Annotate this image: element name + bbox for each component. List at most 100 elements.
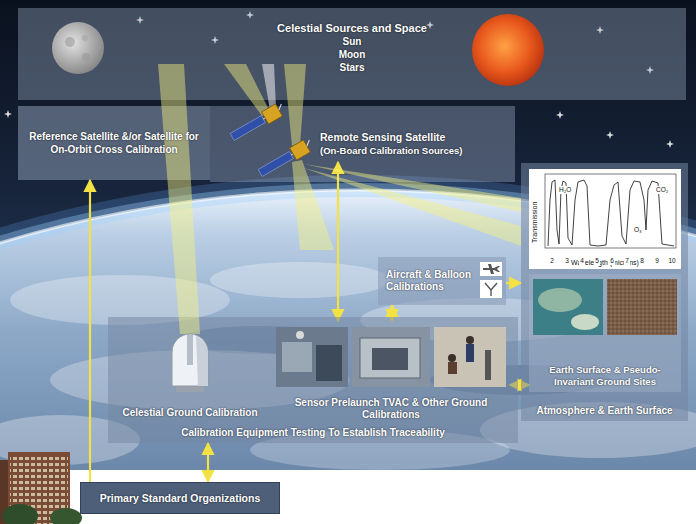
- standards-box: Primary Standard Organizations: [80, 482, 280, 514]
- source-item: Sun: [343, 35, 362, 48]
- coast-land: [571, 314, 599, 330]
- light-beam: [304, 168, 521, 246]
- moon-disc: [52, 22, 104, 74]
- light-beam: [304, 164, 521, 212]
- coast-photo: [533, 279, 603, 335]
- box-label: Sensor Prelaunch TVAC & Other Ground Cal…: [274, 397, 508, 421]
- light-beam: [284, 64, 306, 146]
- satellite-icon: [257, 137, 315, 179]
- sources-band: Celestial Sources and SpaceSunMoonStars: [18, 8, 686, 100]
- box-label: Reference Satellite &/or Satellite for O…: [24, 130, 204, 156]
- satellite-band: [210, 106, 515, 182]
- field-photo: [434, 327, 506, 387]
- light-beam: [262, 64, 276, 110]
- lab-photos: [276, 327, 506, 387]
- building-photo: [0, 452, 82, 524]
- calibration-arrow: [506, 282, 521, 284]
- tick-label: 5: [594, 257, 600, 265]
- prelaunch-box: Sensor Prelaunch TVAC & Other Ground Cal…: [272, 321, 510, 423]
- tick-label: 10: [667, 257, 676, 265]
- aircraft-box: Aircraft & Balloon Calibrations: [378, 257, 506, 305]
- airplane-icon: [483, 264, 500, 274]
- light-beam: [158, 64, 200, 334]
- panel-arm: [291, 154, 293, 155]
- person: [448, 354, 456, 362]
- lab-equipment: [316, 345, 342, 381]
- label-anchor: CO₂: [655, 178, 669, 196]
- vacuum-chamber: [360, 338, 420, 378]
- instrument: [485, 350, 491, 380]
- tick-label: 3: [564, 257, 570, 265]
- crater: [82, 35, 88, 41]
- ground-sites-box: Earth Surface & Pseudo-Invariant Ground …: [529, 274, 681, 392]
- moon: [52, 22, 104, 74]
- lab-light: [296, 331, 304, 339]
- chart-frame: [545, 174, 676, 248]
- tick-label: 7: [624, 257, 630, 265]
- icon-tile: [480, 280, 502, 298]
- satellite-icon: [229, 101, 287, 143]
- panel-arm: [263, 118, 265, 119]
- transmission-chart-plot: [545, 174, 676, 248]
- gas-label: O₃: [633, 226, 643, 234]
- dome-base: [176, 386, 204, 392]
- calibration-arrow: [207, 443, 209, 482]
- ground-site-photos: [533, 279, 677, 335]
- label-anchor: H₂O: [558, 178, 572, 196]
- lab-photo: [352, 327, 430, 387]
- tree: [50, 508, 82, 524]
- person: [466, 336, 474, 344]
- desert-photo: [607, 279, 677, 335]
- person: [448, 362, 457, 374]
- tick-label: 6: [609, 257, 615, 265]
- atmosphere-panel: Atmosphere & Earth SurfaceWavelength (mi…: [521, 163, 688, 421]
- balloon-icon: [485, 283, 497, 296]
- dome-slit: [187, 335, 193, 365]
- panel-heading: Atmosphere & Earth Surface: [536, 404, 672, 417]
- calibration-arrow: [89, 180, 91, 482]
- source-item: Stars: [339, 61, 364, 74]
- coast-land: [538, 288, 582, 312]
- label-anchor: 2: [546, 249, 558, 267]
- person: [466, 344, 474, 362]
- box-label: Primary Standard Organizations: [100, 492, 260, 505]
- tree: [2, 504, 38, 524]
- reference-satellite-box: Reference Satellite &/or Satellite for O…: [18, 106, 210, 180]
- transmission-line: [548, 180, 674, 246]
- label-anchor: 10: [666, 249, 678, 267]
- light-beams: [158, 64, 521, 334]
- solar-panel: [230, 116, 265, 141]
- satellite-body: [262, 104, 283, 124]
- light-beam: [224, 64, 270, 116]
- callout-note: (On-Board Calibration Sources): [320, 144, 463, 157]
- observatory-dome: [172, 334, 208, 392]
- chamber-door: [372, 348, 408, 370]
- tick-label: 2: [549, 257, 555, 265]
- building-side: [0, 460, 10, 524]
- lab-photo: [276, 327, 348, 387]
- connector-group: [90, 162, 529, 482]
- gas-label: H₂O: [558, 186, 572, 194]
- aircraft-icons: [480, 262, 502, 298]
- tick-label: 8: [639, 257, 645, 265]
- building-windows: [10, 456, 68, 524]
- tick-label: 4: [579, 257, 585, 265]
- icon-tile: [480, 262, 502, 276]
- box-label: Celestial Ground Calibration: [122, 407, 257, 419]
- band-heading: Celestial Sources and Space: [277, 22, 427, 35]
- label-anchor: O₃: [633, 218, 643, 236]
- source-item: Moon: [339, 48, 366, 61]
- cloud: [210, 262, 390, 298]
- box-label: Aircraft & Balloon Calibrations: [386, 269, 476, 293]
- tick-label: 9: [654, 257, 660, 265]
- space-sky: [0, 0, 696, 470]
- antenna: [277, 104, 283, 110]
- antenna: [305, 140, 311, 146]
- dome-body: [172, 334, 208, 386]
- gas-label: CO₂: [655, 186, 669, 194]
- callout-heading: Remote Sensing Satellite: [320, 131, 445, 144]
- ground-calibration-box: Celestial Ground Calibration: [112, 321, 268, 421]
- label-anchor: Transmission: [531, 236, 574, 254]
